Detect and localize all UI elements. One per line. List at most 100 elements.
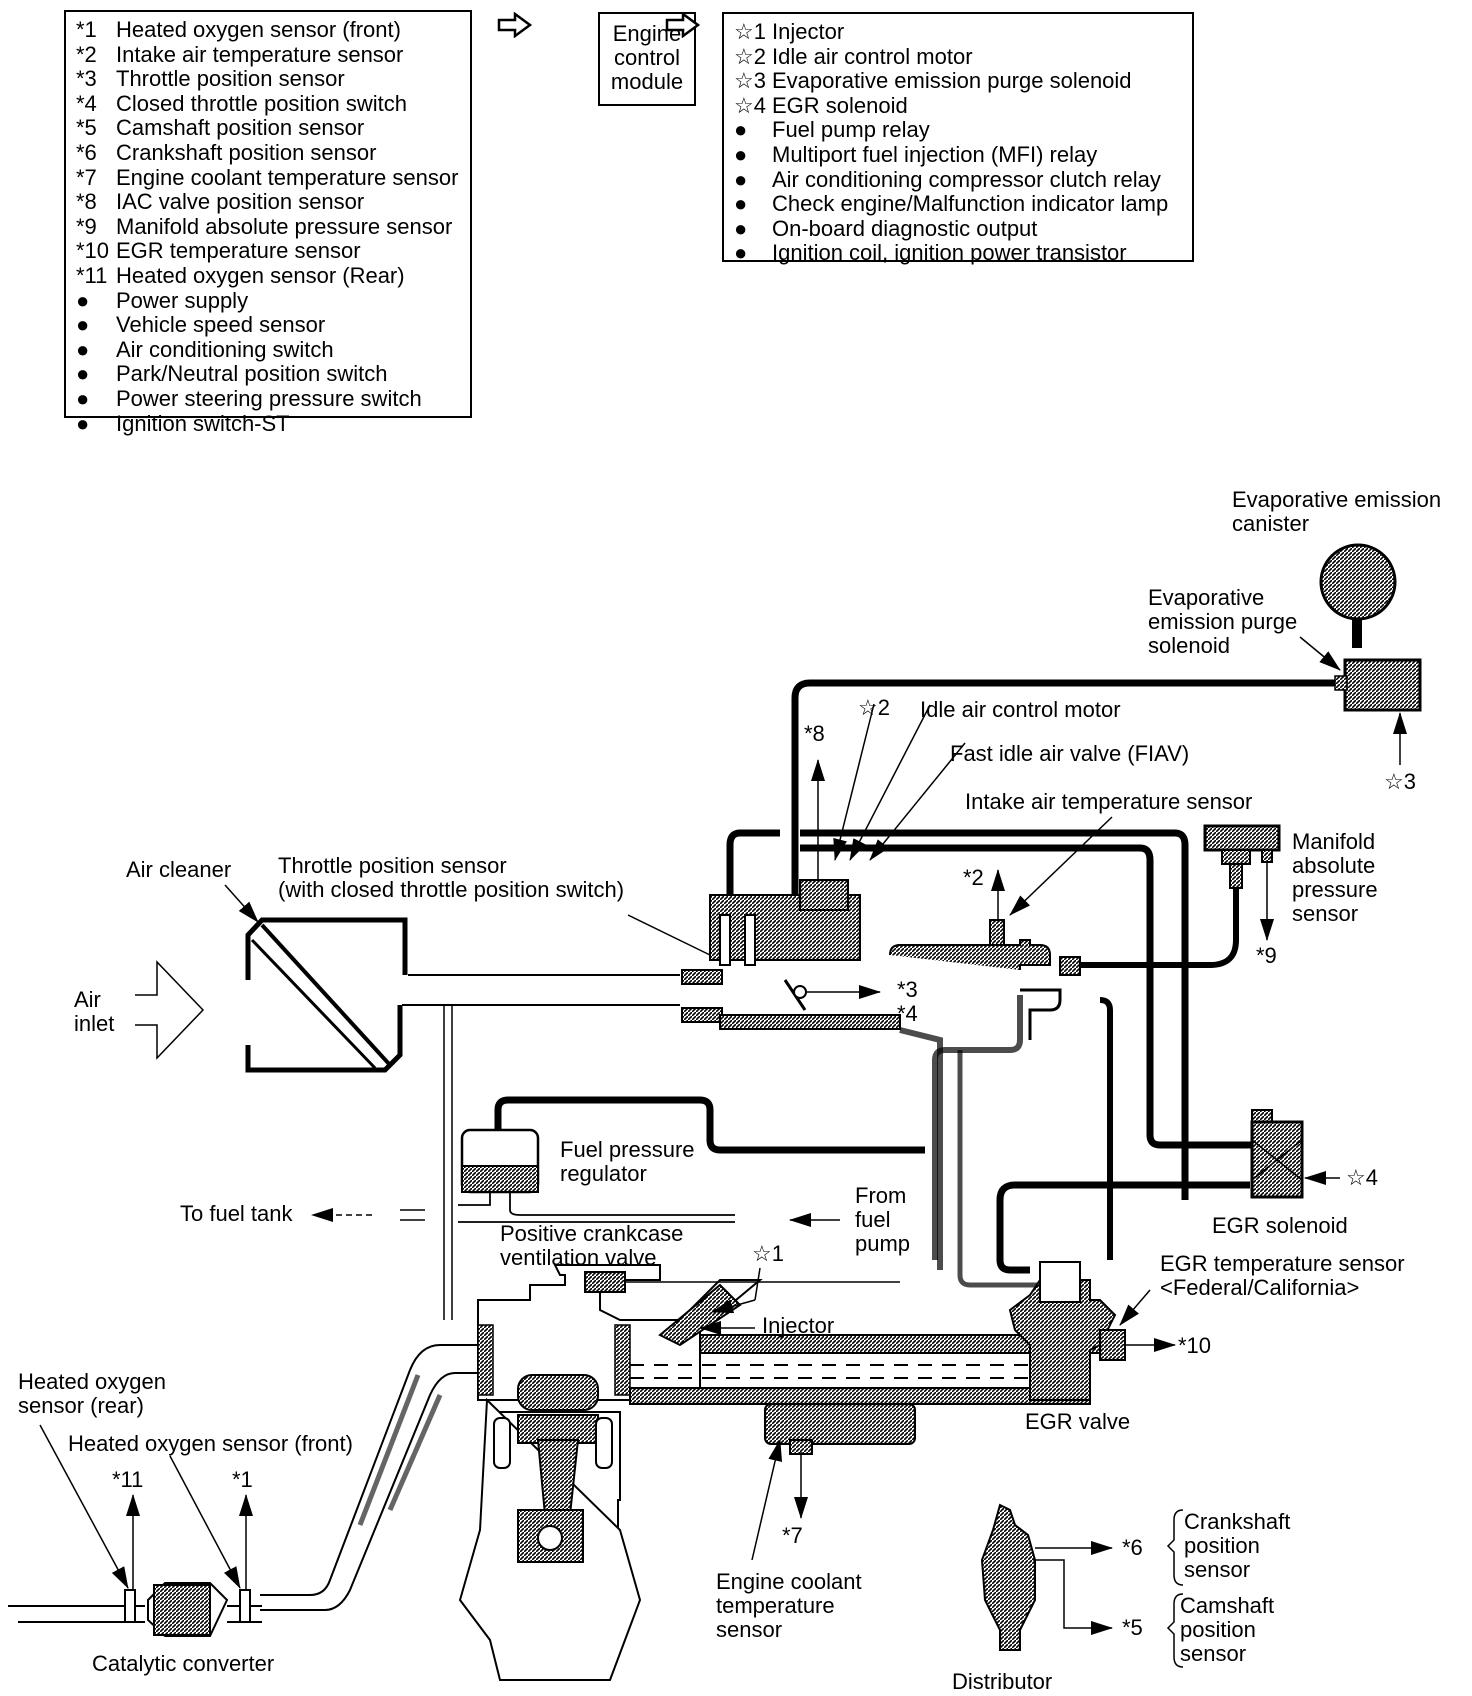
label-star3: ☆3: [1384, 769, 1416, 794]
diagram-shape: [458, 1192, 735, 1216]
label-egr-valve: EGR valve: [1025, 1409, 1131, 1434]
diagram-shape: [719, 1014, 901, 1030]
ecm-label-line: module: [610, 69, 684, 94]
diagram-shape: [260, 1344, 478, 1596]
diagram-shape: [1221, 849, 1251, 865]
legend-item-label: Park/Neutral position switch: [116, 361, 388, 387]
diagram-shape: [494, 1096, 925, 1154]
legend-item-key: ●: [734, 166, 748, 192]
leader-line: [849, 704, 931, 861]
leader-line: [833, 703, 875, 861]
ecm-label-line: control: [613, 45, 681, 70]
leader-line: [357, 1374, 421, 1526]
evap-purge-solenoid-icon: [1334, 658, 1422, 712]
diagram-shape: [681, 969, 723, 985]
diagram-shape: [1166, 1509, 1184, 1586]
evap-canister-icon: [1319, 543, 1397, 648]
diagram-shape: [681, 1007, 723, 1023]
legend-item-key: *2: [76, 41, 97, 67]
legend-item: ●Check engine/Malfunction indicator lamp: [734, 192, 1192, 217]
diagram-shape: [932, 995, 1023, 1260]
leader-line: [39, 1424, 129, 1589]
legend-item-key: ☆1: [734, 19, 766, 44]
leader-line: [627, 914, 711, 956]
diagram-shape: [889, 939, 1051, 970]
flow-arrow-icon: [665, 12, 701, 38]
diagram-shape: [595, 1417, 613, 1469]
label-egr-temperature-sensor: EGR temperature sensor<Federal/Californi…: [1160, 1251, 1405, 1300]
throttle-body-icon: [681, 879, 901, 1030]
leader-line: [754, 1267, 761, 1301]
diagram-shape: [245, 917, 408, 980]
label-iac-motor: Idle air control motor: [920, 697, 1121, 722]
label-ho2-front: Heated oxygen sensor (front): [68, 1431, 353, 1456]
egr-solenoid-icon: [1250, 1109, 1304, 1199]
diagram-shape: [629, 1387, 1091, 1405]
diagram-shape: [1059, 956, 1081, 976]
diagram-shape: [1319, 543, 1397, 621]
legend-item: ●Multiport fuel injection (MFI) relay: [734, 141, 1192, 168]
diagram-shape: [793, 985, 807, 999]
legend-item-label: Power supply: [116, 287, 249, 313]
diagram-shape: [980, 1503, 1036, 1651]
legend-item-key: ●: [734, 117, 748, 143]
legend-item-label: Idle air control motor: [772, 43, 973, 69]
diagram-shape: [1352, 618, 1362, 648]
legend-item-label: Intake air temperature sensor: [116, 41, 404, 67]
label-star4: ☆4: [1346, 1165, 1378, 1190]
legend-item-label: Check engine/Malfunction indicator lamp: [772, 191, 1169, 217]
legend-item-label: EGR temperature sensor: [116, 238, 361, 264]
diagram-shape: [799, 879, 849, 911]
legend-item-label: Throttle position sensor: [116, 66, 345, 92]
legend-item: ●Fuel pump relay: [734, 118, 1192, 143]
legend-item: *2 Intake air temperature sensor: [76, 41, 470, 68]
diagram-shape: [537, 1525, 563, 1551]
leader-line: [711, 1299, 756, 1314]
legend-item-key: ☆4: [734, 92, 766, 118]
leader-line: [869, 742, 966, 861]
label-star-2: *2: [963, 865, 984, 890]
legend-item-key: ●: [76, 410, 90, 436]
legend-item-label: Multiport fuel injection (MFI) relay: [772, 141, 1098, 167]
legend-item-label: Manifold absolute pressure sensor: [116, 213, 453, 239]
ho2-rear-icon: [124, 1589, 136, 1623]
label-star-1: *1: [232, 1467, 253, 1492]
diagram-shape: [726, 829, 780, 940]
legend-item-label: Ignition coil, ignition power transistor: [772, 240, 1127, 266]
leader-line: [250, 938, 377, 1070]
label-star9: *9: [1256, 943, 1277, 968]
fuel-pressure-regulator-icon: [460, 1128, 540, 1194]
legend-item-key: ●: [76, 385, 90, 411]
diagram-shape: [1166, 1593, 1184, 1668]
diagram-shape: [719, 914, 731, 966]
legend-item-label: Ignition switch-ST: [116, 410, 290, 436]
diagram-shape: [744, 914, 756, 966]
diagram-shape: [477, 1324, 494, 1396]
diagram-shape: [1033, 1559, 1113, 1635]
legend-item-label: Vehicle speed sensor: [116, 312, 326, 338]
diagram-shape: [957, 1050, 1050, 1288]
diagram-shape: [789, 1439, 813, 1455]
flow-arrow-icon: [497, 12, 533, 38]
label-star7: *7: [782, 1523, 803, 1548]
label-injector: Injector: [762, 1313, 835, 1338]
legend-item-label: Power steering pressure switch: [116, 385, 422, 411]
legend-item-label: Heated oxygen sensor (front): [116, 17, 401, 42]
legend-item: ●Ignition coil, ignition power transisto…: [734, 241, 1192, 266]
